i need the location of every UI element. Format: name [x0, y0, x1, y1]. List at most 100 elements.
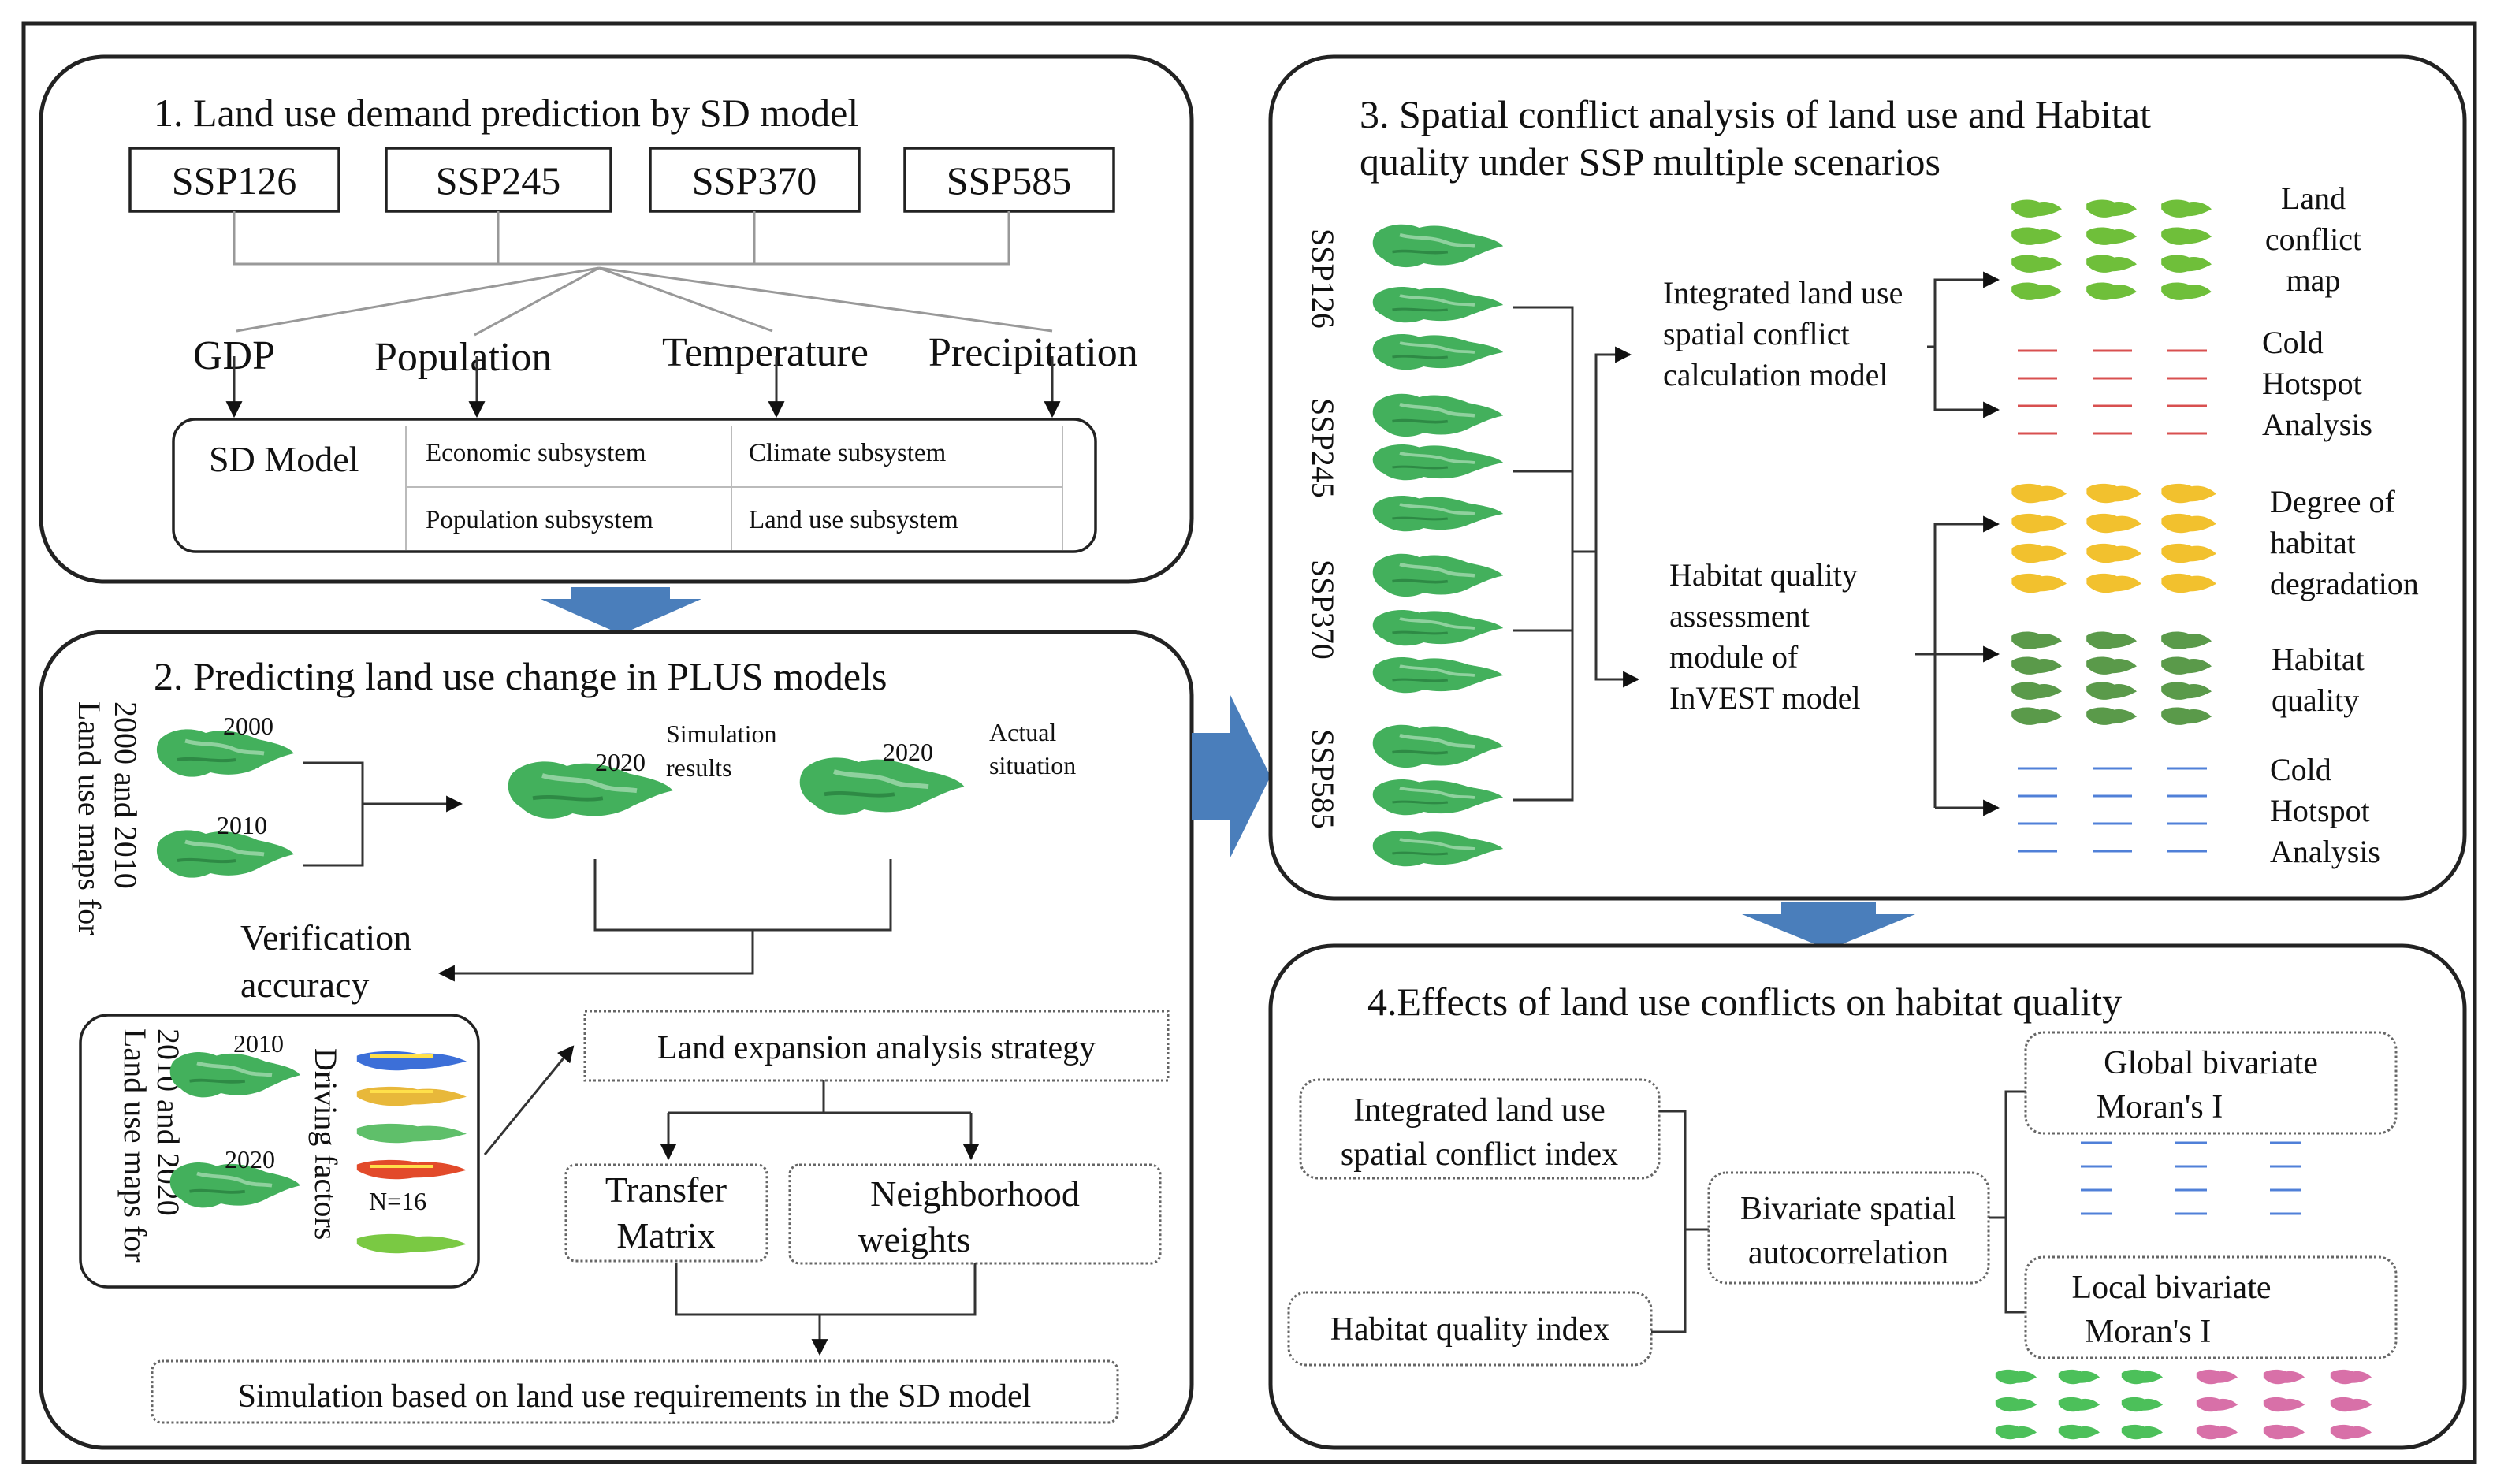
- flow-arrow-right: [1192, 694, 1271, 859]
- habitat-module-line3: module of: [1669, 639, 1799, 675]
- ssp370-label: SSP370: [692, 158, 817, 203]
- ssp370-box: [649, 147, 861, 213]
- verification-line2: accuracy: [240, 965, 369, 1005]
- ssp126-box: [128, 147, 340, 213]
- verification-line1: Verification: [240, 917, 411, 958]
- habitat-quality-line1: Habitat: [2272, 642, 2365, 677]
- simulation-results-line1: Simulation: [666, 720, 776, 748]
- neighborhood-line2: weights: [858, 1219, 970, 1259]
- maps-label-2000-2010-line2: 2000 and 2010: [108, 701, 143, 889]
- conflict-index-line1: Integrated land use: [1353, 1092, 1606, 1129]
- panel-3-title-line2: quality under SSP multiple scenarios: [1360, 139, 1940, 184]
- index-merge-lines: [1651, 1110, 1709, 1333]
- degradation-line2: habitat: [2270, 525, 2356, 560]
- flow-arrow-down-1: [541, 587, 701, 634]
- bivariate-split-lines: [1989, 1090, 2026, 1314]
- cold-hotspot-thumbnails-2: [2018, 767, 2207, 853]
- economic-subsystem: Economic subsystem: [426, 439, 646, 467]
- year-2010-b: 2010: [233, 1029, 284, 1058]
- climate-subsystem: Climate subsystem: [749, 439, 947, 467]
- driver-precipitation: Precipitation: [928, 330, 1138, 375]
- conflict-model-line1: Integrated land use: [1663, 275, 1903, 311]
- land-conflict-map-line2: conflict: [2265, 221, 2361, 257]
- land-expansion-box: [583, 1010, 1170, 1082]
- arrow-to-land-conflict-map: [1927, 271, 2000, 348]
- land-use-subsystem: Land use subsystem: [749, 506, 958, 534]
- flow-arrow-down-2: [1742, 902, 1915, 950]
- bivariate-box: [1707, 1171, 1990, 1285]
- panel-2-title: 2. Predicting land use change in PLUS mo…: [154, 654, 887, 698]
- conflict-model-line2: spatial conflict: [1663, 316, 1850, 351]
- transfer-matrix-line1: Transfer: [605, 1170, 727, 1210]
- cold-hotspot-1-line1: Cold: [2262, 325, 2324, 360]
- year-2000: 2000: [223, 712, 273, 740]
- year-2020-sim: 2020: [595, 748, 646, 776]
- habitat-module-line4: InVEST model: [1669, 680, 1861, 716]
- population-subsystem: Population subsystem: [426, 506, 653, 534]
- merge-arrow-2000-2010: [303, 761, 461, 867]
- cold-hotspot-2-line2: Hotspot: [2270, 793, 2370, 828]
- maps-label-2010-2020-line1: Land use maps for: [117, 1028, 153, 1263]
- merge-to-simulation-arrow: [675, 1263, 977, 1354]
- habitat-module-line2: assessment: [1669, 598, 1810, 634]
- arrow-to-degradation: [1933, 515, 2000, 808]
- verification-arrow: [440, 859, 892, 973]
- panel-3-title-line1: 3. Spatial conflict analysis of land use…: [1360, 92, 2151, 136]
- habitat-index-label: Habitat quality index: [1330, 1311, 1610, 1348]
- ssp585-label: SSP585: [947, 158, 1071, 203]
- conflict-index-line2: spatial conflict index: [1341, 1136, 1618, 1173]
- transfer-matrix-line2: Matrix: [616, 1215, 715, 1255]
- cold-hotspot-2-line1: Cold: [2270, 752, 2331, 787]
- bivariate-line2: autocorrelation: [1748, 1235, 1948, 1271]
- cold-hotspot-2-line3: Analysis: [2270, 834, 2380, 869]
- local-moran-line2: Moran's I: [2085, 1314, 2211, 1350]
- global-moran-box: [2024, 1031, 2398, 1135]
- year-2020-driving: 2020: [225, 1145, 275, 1173]
- driver-temperature: Temperature: [662, 330, 869, 375]
- ssp245-vertical: SSP245: [1305, 398, 1341, 498]
- conflict-model-line3: calculation model: [1663, 357, 1888, 392]
- year-2010-a: 2010: [217, 811, 267, 839]
- habitat-quality-line2: quality: [2272, 682, 2359, 718]
- sd-model-box: [172, 418, 1097, 553]
- cold-hotspot-1-line3: Analysis: [2262, 407, 2372, 442]
- simulation-sd-label: Simulation based on land use requirement…: [238, 1378, 1032, 1415]
- local-moran-box: [2024, 1255, 2398, 1359]
- global-moran-line2: Moran's I: [2097, 1089, 2223, 1125]
- ssp126-vertical: SSP126: [1305, 229, 1341, 329]
- arrow-to-cold-hotspot-1: [1933, 347, 2000, 418]
- land-expansion-label: Land expansion analysis strategy: [657, 1030, 1096, 1066]
- land-conflict-map-line1: Land: [2281, 180, 2346, 216]
- sd-model-label: SD Model: [209, 439, 359, 479]
- neighborhood-box: [788, 1163, 1162, 1265]
- neighborhood-line1: Neighborhood: [870, 1173, 1080, 1214]
- arrow-to-habitat-module: [1594, 552, 1640, 688]
- simulation-results-line2: results: [666, 753, 732, 782]
- arrow-to-conflict-model: [1594, 346, 1632, 552]
- cold-hotspot-1-line2: Hotspot: [2262, 366, 2362, 401]
- bivariate-line1: Bivariate spatial: [1740, 1191, 1956, 1227]
- habitat-index-box: [1287, 1291, 1653, 1367]
- degradation-line3: degradation: [2270, 566, 2419, 601]
- driver-population: Population: [374, 335, 552, 380]
- global-moran-line1: Global bivariate: [2104, 1045, 2318, 1081]
- strategy-split-line: [668, 1080, 971, 1114]
- driving-factors-label: Driving factors: [308, 1048, 344, 1240]
- land-conflict-map-line3: map: [2286, 262, 2341, 298]
- n16-label: N=16: [369, 1187, 426, 1215]
- ssp370-vertical: SSP370: [1305, 560, 1341, 660]
- ssp585-vertical: SSP585: [1305, 729, 1341, 829]
- driving-factor-thumbnails: [356, 1051, 467, 1254]
- transfer-matrix-box: [564, 1163, 768, 1263]
- panel-1-title: 1. Land use demand prediction by SD mode…: [154, 91, 858, 135]
- actual-situation-line1: Actual: [989, 718, 1056, 746]
- outer-frame: [21, 21, 2477, 1464]
- degradation-line1: Degree of: [2270, 484, 2395, 519]
- local-moran-line1: Local bivariate: [2071, 1270, 2271, 1306]
- maps-label-2000-2010-line1: Land use maps for: [72, 701, 107, 935]
- driver-arrows: [225, 356, 1061, 418]
- conflict-index-box: [1299, 1078, 1661, 1180]
- ssp126-label: SSP126: [172, 158, 296, 203]
- year-2020-actual: 2020: [883, 738, 933, 766]
